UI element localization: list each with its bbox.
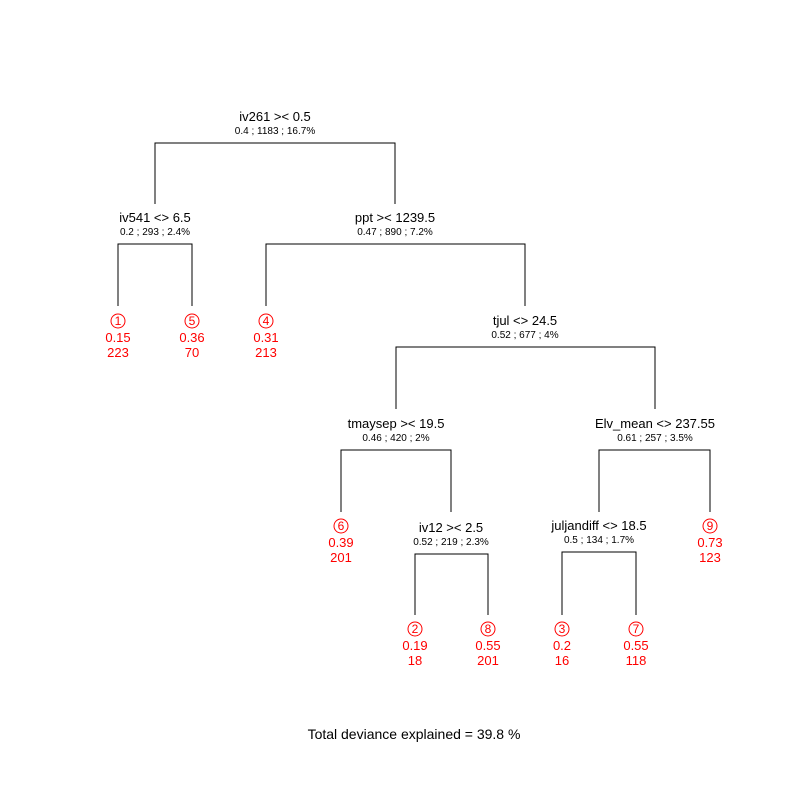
leaf-mean-value: 0.31 [253,330,278,345]
split-connector [117,243,193,306]
leaf-sample-count: 201 [330,550,352,565]
split-stats-label: 0.52 ; 677 ; 4% [491,330,558,341]
leaf-sample-count: 16 [555,653,569,668]
split-stats-label: 0.47 ; 890 ; 7.2% [357,227,433,238]
leaf-number-circle [554,621,570,637]
leaf-mean-value: 0.55 [623,638,648,653]
split-rule-label: ppt >< 1239.5 [355,210,435,225]
leaf-number: 6 [338,519,345,533]
split-stats-label: 0.2 ; 293 ; 2.4% [120,227,190,238]
leaf-mean-value: 0.15 [105,330,130,345]
split-stats-label: 0.52 ; 219 ; 2.3% [413,537,489,548]
leaf-sample-count: 18 [408,653,422,668]
split-stats-label: 0.61 ; 257 ; 3.5% [617,433,693,444]
leaf-number: 8 [485,622,492,636]
split-connector [154,142,396,204]
split-rule-label: iv261 >< 0.5 [239,109,311,124]
leaf-number-circle [702,518,718,534]
leaf-number-circle [110,313,126,329]
split-rule-label: iv541 <> 6.5 [119,210,191,225]
split-connector [340,449,452,512]
split-stats-label: 0.46 ; 420 ; 2% [362,433,429,444]
leaf-mean-value: 0.73 [697,535,722,550]
deviance-explained-footer: Total deviance explained = 39.8 % [308,726,521,742]
tree-edges [117,142,711,615]
leaf-sample-count: 118 [626,653,647,668]
split-connector [598,449,711,512]
leaf-number: 3 [559,622,566,636]
split-stats-label: 0.5 ; 134 ; 1.7% [564,535,634,546]
split-connector [265,243,526,306]
leaf-node: 3 0.216 [553,621,571,668]
leaf-number-circle [184,313,200,329]
leaf-number: 5 [189,314,196,328]
leaf-number: 7 [633,622,640,636]
split-stats-label: 0.4 ; 1183 ; 16.7% [235,126,316,137]
split-connector [395,346,656,409]
split-rule-label: iv12 >< 2.5 [419,520,483,535]
split-rule-label: tjul <> 24.5 [493,313,557,328]
leaf-number: 1 [115,314,122,328]
leaf-sample-count: 70 [185,345,199,360]
leaf-mean-value: 0.39 [328,535,353,550]
tree-split-nodes: iv261 >< 0.5 0.4 ; 1183 ; 16.7% iv541 <> 6… [119,109,715,548]
split-rule-label: Elv_mean <> 237.55 [595,416,715,431]
split-connector [414,553,489,615]
leaf-mean-value: 0.36 [179,330,204,345]
leaf-mean-value: 0.19 [402,638,427,653]
split-rule-label: tmaysep >< 19.5 [348,416,445,431]
leaf-number: 4 [263,314,270,328]
leaf-sample-count: 213 [255,345,277,360]
leaf-sample-count: 201 [477,653,499,668]
leaf-number-circle [333,518,349,534]
leaf-number-circle [258,313,274,329]
split-rule-label: juljandiff <> 18.5 [550,518,646,533]
leaf-number-circle [628,621,644,637]
leaf-number-circle [480,621,496,637]
leaf-number: 9 [707,519,714,533]
tree-leaves: 10.1522350.367040.3121360.3920190.731232… [105,313,723,668]
leaf-mean-value: 0.2 [553,638,571,653]
leaf-sample-count: 223 [107,345,129,360]
leaf-number-circle [407,621,423,637]
split-connector [561,551,637,615]
leaf-number: 2 [412,622,419,636]
leaf-mean-value: 0.55 [475,638,500,653]
leaf-sample-count: 123 [699,550,721,565]
